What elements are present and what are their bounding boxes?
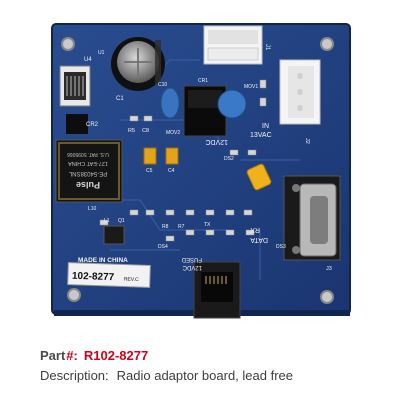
circuit-board-photo: Pulse PE-54038SNL 127-EAT CHINA U.S. PAT… <box>51 23 351 319</box>
silk-c5: C5 <box>146 168 153 174</box>
silk-tx: TX <box>204 222 211 228</box>
connector-j1 <box>203 25 263 65</box>
description-line: Description: Radio adaptor board, lead fr… <box>40 367 380 385</box>
part-number: R102-8277 <box>83 348 149 363</box>
silk-c10: C10 <box>158 82 167 88</box>
inductor-l1 <box>103 225 125 245</box>
mov-varistor <box>160 87 180 119</box>
silk-12vdc: 12VDC <box>205 138 228 145</box>
silk-mov1: MOV1 <box>244 84 258 90</box>
rj-connector <box>193 261 241 319</box>
description-label: Description: <box>40 368 109 383</box>
silk-data: DATA <box>250 236 268 243</box>
silk-c4: C4 <box>168 168 175 174</box>
part-label: Part <box>40 348 66 363</box>
db9-connector <box>283 175 341 261</box>
silk-j3: J3 <box>326 266 332 272</box>
silk-q1: Q1 <box>118 218 125 224</box>
silk-r7: R7 <box>178 224 185 230</box>
silk-mov2: MOV2 <box>166 130 180 136</box>
component-cr2 <box>66 114 88 134</box>
silk-c1: C1 <box>116 96 124 102</box>
silk-r8: R8 <box>162 224 169 230</box>
silk-l1: L1 <box>104 218 110 224</box>
description-text: Radio adaptor board, lead free <box>116 368 293 383</box>
silk-l10: L10 <box>88 206 97 212</box>
silk-j1: J1 <box>264 44 270 51</box>
silk-made-in-china: MADE IN CHINA <box>78 257 128 264</box>
connector-j2 <box>279 59 321 125</box>
transformer-origin: 127-EAT CHINA <box>68 160 108 166</box>
silk-cr1: CR1 <box>198 78 208 84</box>
tantalum-capacitors <box>143 147 179 165</box>
silk-rx: RX <box>250 226 260 233</box>
silk-c8: C8 <box>142 128 149 134</box>
silk-r5: R5 <box>128 128 135 134</box>
part-number-line: Part#: R102-8277 <box>40 347 380 365</box>
silk-ds2: DS2 <box>224 156 234 162</box>
board-label-sticker <box>67 262 151 288</box>
silk-u1: U1 <box>98 50 105 56</box>
transformer-patent: U.S. PAT. 5095066 <box>67 151 109 157</box>
smd-components <box>99 79 267 242</box>
mounting-holes <box>61 37 334 304</box>
silk-u4: U4 <box>84 57 92 63</box>
silk-fused: FUSED <box>181 256 202 262</box>
polyfuse <box>246 163 272 191</box>
ic-u4 <box>59 65 91 107</box>
transformer-brand: Pulse <box>76 180 100 190</box>
silk-j2: J2 <box>304 138 310 144</box>
silk-cr2: CR2 <box>86 122 99 128</box>
silk-in: IN <box>262 123 269 130</box>
electrolytic-capacitor <box>111 37 165 91</box>
silk-13vac: 13VAC <box>250 132 272 139</box>
board-number-label: 102-8277 <box>72 271 115 283</box>
part-hash: #: <box>66 348 78 363</box>
bridge-rectifier <box>183 85 227 137</box>
silk-12vdc-fused: 12VDC <box>182 264 202 270</box>
silk-ds3: DS3 <box>276 244 286 250</box>
pulse-transformer: Pulse PE-54038SNL 127-EAT CHINA U.S. PAT… <box>55 139 123 203</box>
transformer-model: PE-54038SNL <box>68 170 107 176</box>
mov-varistor-2 <box>217 89 247 119</box>
board-rev-label: REV.C <box>124 277 139 284</box>
caption: Part#: R102-8277 Description: Radio adapto… <box>40 347 380 385</box>
silk-ds4: DS4 <box>158 244 168 250</box>
